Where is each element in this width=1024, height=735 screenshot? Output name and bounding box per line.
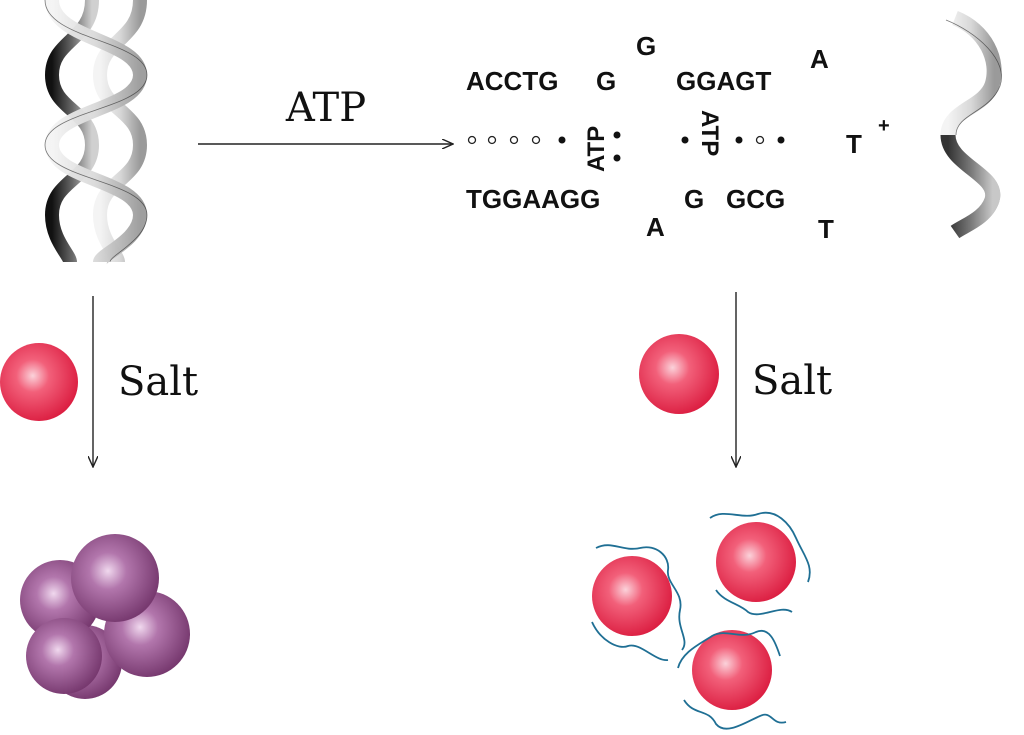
salt-arrow-left: Salt	[93, 296, 198, 467]
dispersed-np	[592, 556, 672, 636]
top-strand-right: GGAGT	[676, 66, 771, 96]
atp-reaction-arrow: ATP	[198, 85, 453, 144]
top-strand-g1: G	[596, 66, 616, 96]
helix-strand-1	[44, 0, 100, 264]
helix-outline	[44, 0, 148, 263]
aggregated-np	[26, 618, 102, 694]
aggregated-np	[71, 534, 159, 622]
gold-nanoparticle-icon	[0, 343, 78, 421]
top-strand-left: ACCTG	[466, 66, 558, 96]
bottom-strand-right: GCG	[726, 184, 785, 214]
gold-nanoparticle-icon	[639, 334, 719, 414]
atp-bound-left: ATP	[583, 126, 610, 172]
salt-arrow-right: Salt	[736, 292, 832, 467]
single-strand-shadow	[940, 133, 1001, 239]
single-strand-outline	[945, 19, 1002, 136]
aptamer-strands	[591, 511, 811, 730]
atp-bound-right: ATP	[696, 110, 723, 156]
salt-label-right: Salt	[752, 358, 832, 404]
top-loop-a: A	[810, 44, 829, 74]
binding-dots	[558, 131, 785, 162]
bottom-loop-a: A	[646, 212, 665, 242]
dispersed-np	[692, 630, 772, 710]
atp-aptamer-complex: ACCTG G G GGAGT A TGGAAGG A G GCG T T + …	[466, 31, 890, 244]
dispersed-nanoparticles	[591, 511, 811, 730]
bottom-strand-left: TGGAAGG	[466, 184, 600, 214]
dispersed-np	[716, 522, 796, 602]
aggregated-nanoparticles	[20, 534, 190, 699]
right-loop-t: T	[846, 129, 862, 159]
base-pair-markers	[467, 135, 765, 145]
atp-arrow-label: ATP	[285, 85, 366, 131]
bottom-loop-t: T	[818, 214, 834, 244]
helix-strand-3	[44, 0, 148, 266]
dna-double-helix-icon	[44, 0, 148, 266]
dna-single-strand-icon	[940, 11, 1002, 239]
top-loop-g: G	[636, 31, 656, 61]
bottom-strand-g: G	[684, 184, 704, 214]
plus-sign: +	[878, 115, 890, 137]
salt-label-left: Salt	[118, 359, 198, 405]
